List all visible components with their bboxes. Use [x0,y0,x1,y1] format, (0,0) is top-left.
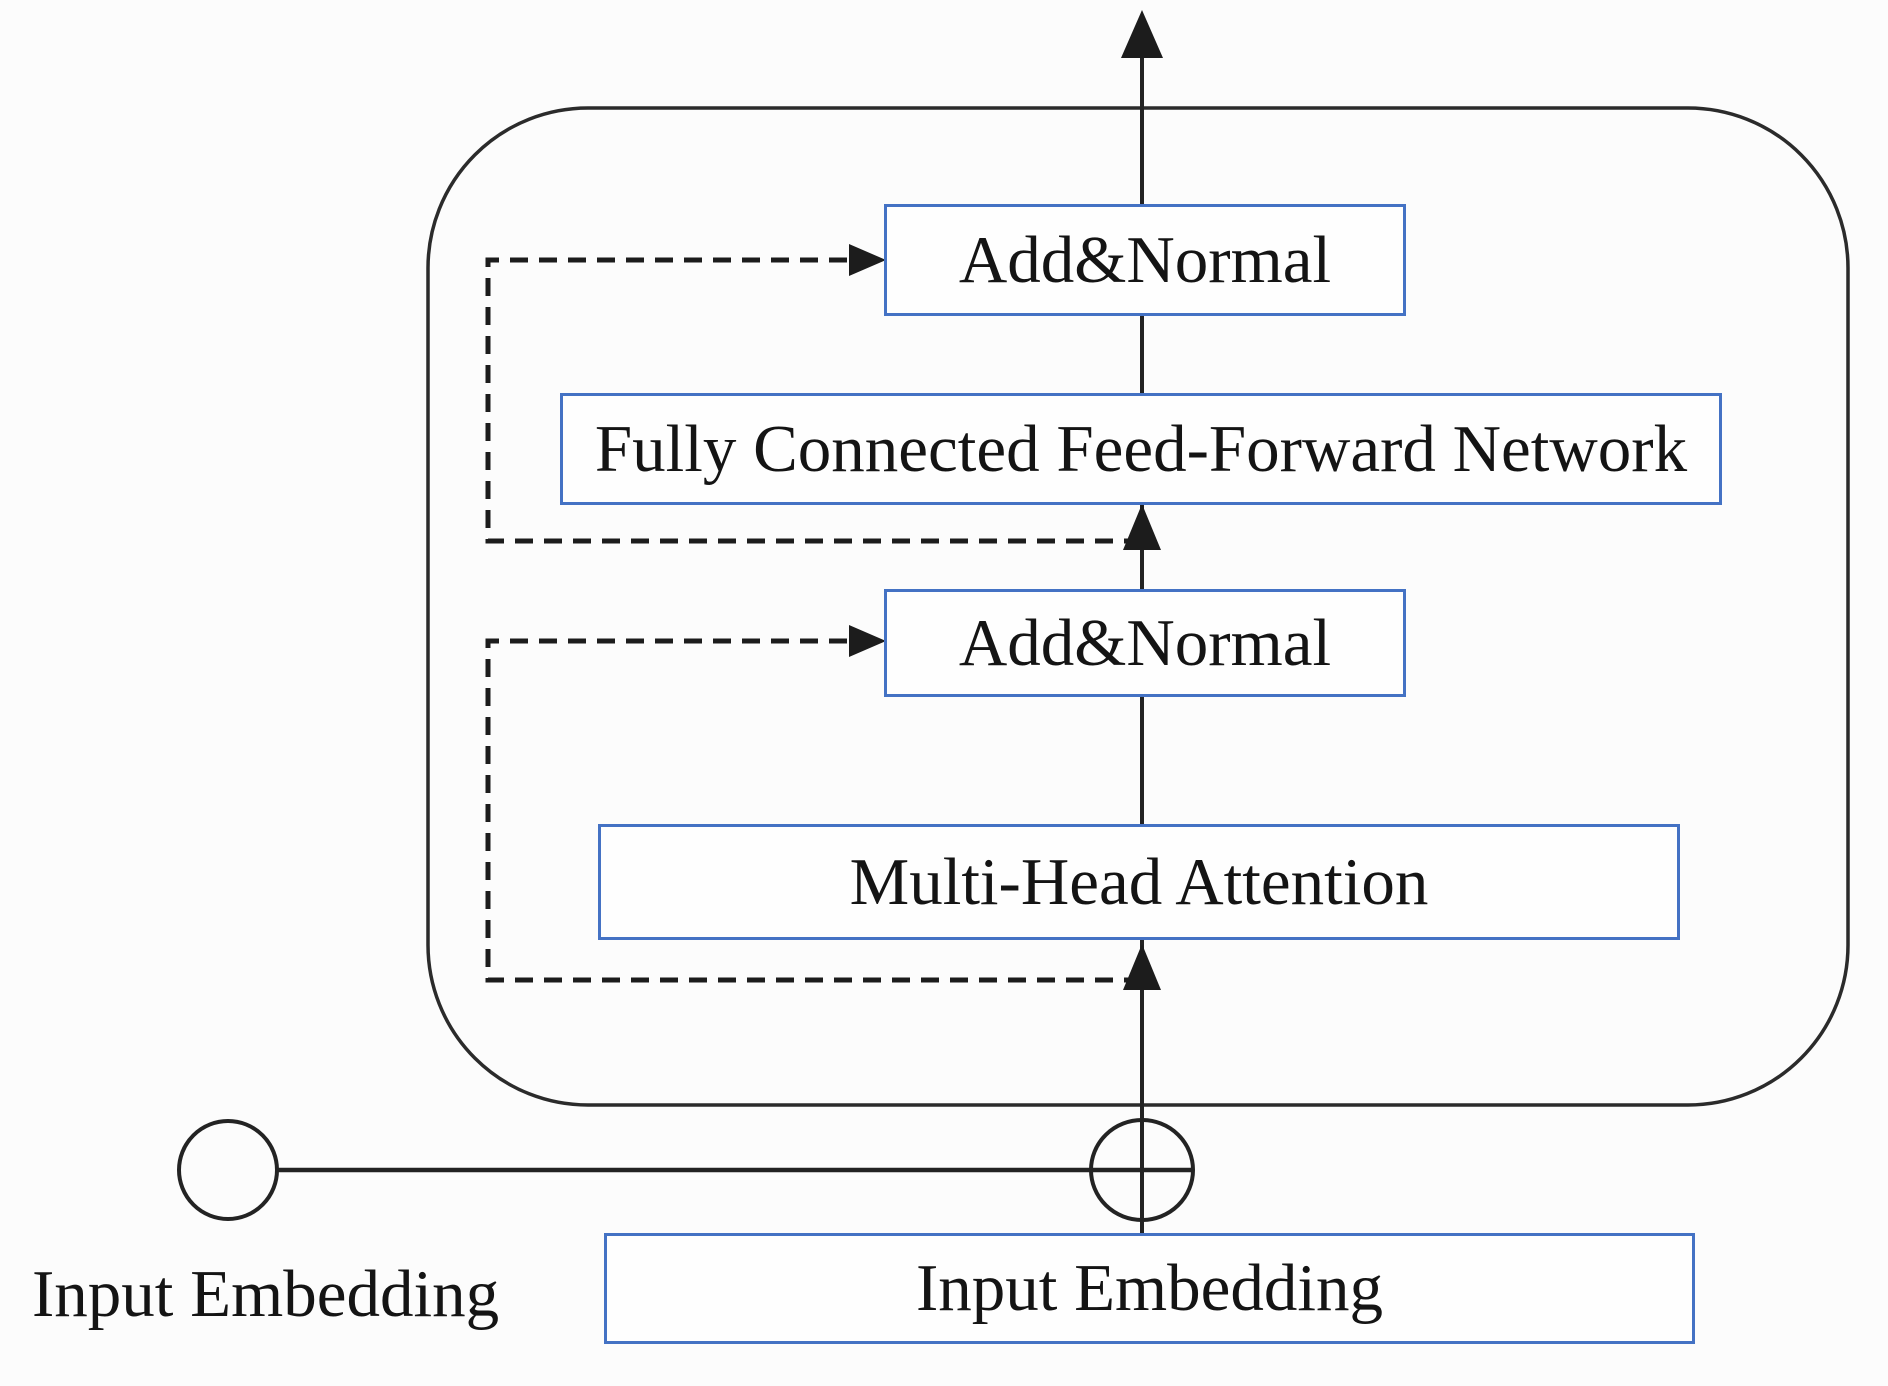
add-symbol-icon [1089,1118,1195,1222]
add-normal-mid-label: Add&Normal [958,605,1332,680]
output-arrowhead-icon [1121,10,1163,58]
input-embedding-box: Input Embedding [604,1233,1695,1344]
feed-forward-network-box: Fully Connected Feed-Forward Network [560,393,1722,505]
multi-head-attention-label: Multi-Head Attention [849,844,1429,919]
add-normal-mid-box: Add&Normal [884,589,1406,697]
feed-forward-network-label: Fully Connected Feed-Forward Network [594,411,1688,486]
add-normal-top-box: Add&Normal [884,204,1406,316]
positional-encoding-circle-icon [177,1119,279,1221]
residual-2-arrowhead-icon [849,625,886,657]
residual-connection-2-dashed-line [485,638,1142,983]
encoder-block-outline [426,106,1850,1107]
residual-connection-1-dashed-line [485,257,1142,544]
mha-input-arrowhead-icon [1123,944,1161,990]
residual-1-arrowhead-icon [849,244,886,276]
add-normal-top-label: Add&Normal [958,222,1332,297]
input-embedding-left-label: Input Embedding [32,1257,500,1331]
input-embedding-box-label: Input Embedding [915,1251,1384,1325]
multi-head-attention-box: Multi-Head Attention [598,824,1680,940]
